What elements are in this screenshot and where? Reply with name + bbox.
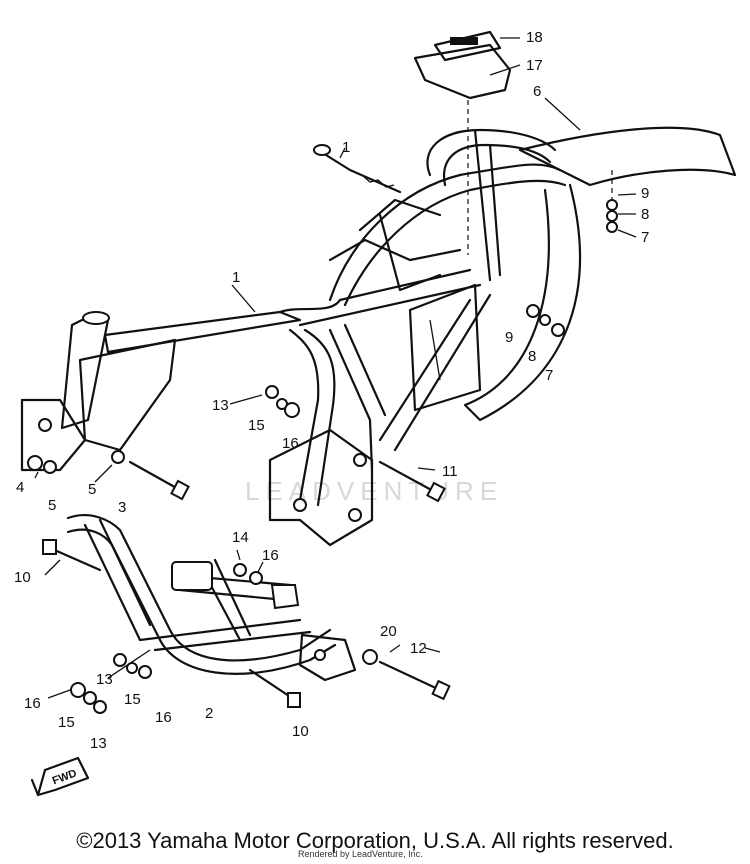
- callout-14: 14: [232, 529, 249, 546]
- callout-16-upper: 16: [262, 547, 279, 564]
- fasteners: [27, 144, 618, 714]
- seat-pad: [413, 30, 613, 255]
- callout-16-lower-left: 16: [24, 695, 41, 712]
- callout-5-left: 5: [48, 497, 56, 514]
- callout-3: 3: [118, 499, 126, 516]
- callout-1-top: 1: [342, 139, 350, 156]
- leader-lines: [34, 37, 637, 699]
- copyright-text: ©2013 Yamaha Motor Corporation, U.S.A. A…: [76, 828, 674, 853]
- callout-9-mid: 9: [505, 329, 513, 346]
- callout-15-lower-right: 15: [124, 691, 141, 708]
- callouts: 18 17 6 1 9 8 7 1 9 8 7 13 15 16 4 5 5 3…: [14, 29, 649, 752]
- callout-15-lower-left: 15: [58, 714, 75, 731]
- callout-6: 6: [533, 83, 541, 100]
- callout-8-right: 8: [641, 206, 649, 223]
- callout-15-mid: 15: [248, 417, 265, 434]
- callout-8-mid: 8: [528, 348, 536, 365]
- callout-5-mid: 5: [88, 481, 96, 498]
- callout-13-bottom: 13: [90, 735, 107, 752]
- callout-2: 2: [205, 705, 213, 722]
- callout-9-right: 9: [641, 185, 649, 202]
- callout-17: 17: [526, 57, 543, 74]
- fwd-label: FWD: [51, 767, 79, 787]
- callout-16-mid: 16: [282, 435, 299, 452]
- callout-13-lower: 13: [96, 671, 113, 688]
- forward-arrow-icon: FWD: [30, 756, 90, 797]
- callout-16-lower-right: 16: [155, 709, 172, 726]
- callout-1-frame: 1: [232, 269, 240, 286]
- callout-4: 4: [16, 479, 24, 496]
- callout-13-mid: 13: [212, 397, 229, 414]
- engine-guard: [66, 513, 357, 682]
- callout-11: 11: [442, 463, 458, 480]
- rendered-by-text: Rendered by LeadVenture, Inc.: [298, 849, 423, 859]
- callout-12: 12: [410, 640, 427, 657]
- callout-10-left: 10: [14, 569, 31, 586]
- callout-7-right: 7: [641, 229, 649, 246]
- callout-10-bottom: 10: [292, 723, 309, 740]
- watermark-text: LEADVENTURE: [245, 476, 503, 506]
- main-frame: [20, 126, 737, 547]
- callout-7-mid: 7: [545, 367, 553, 384]
- callout-18: 18: [526, 29, 543, 46]
- callout-20: 20: [380, 623, 397, 640]
